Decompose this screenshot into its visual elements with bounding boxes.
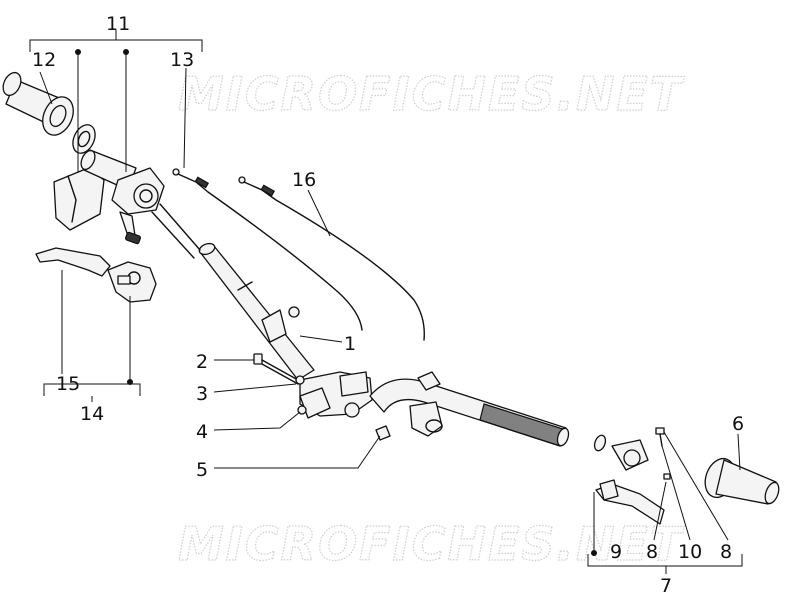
callout-15: 15 [56,373,80,395]
callout-5: 5 [196,459,208,481]
right-grip [704,457,780,505]
left-brake-lever [35,247,111,277]
callout-1: 1 [344,333,356,355]
callout-14: 14 [80,403,104,425]
callout-8-left: 8 [646,541,658,563]
right-brake-lever [595,479,665,525]
left-master-cylinder [107,261,157,303]
throttle-body [111,167,165,245]
callout-11: 11 [106,13,130,35]
lever-pivot-bolt [655,427,665,447]
callout-10: 10 [678,541,702,563]
throttle-cable [172,168,363,331]
brake-cable [238,176,425,341]
throttle-housing [53,167,105,231]
callout-7: 7 [660,575,672,597]
callout-2: 2 [196,351,208,373]
callout-3: 3 [196,383,208,405]
leader-lines [29,30,743,574]
watermark-top: MICROFICHES.NET [178,67,685,121]
callout-8-right: 8 [720,541,732,563]
callout-4: 4 [196,421,208,443]
callout-13: 13 [170,49,194,71]
lever-nut [663,473,671,480]
right-lever-bracket [593,434,649,471]
callout-12: 12 [32,49,56,71]
callout-6: 6 [732,413,744,435]
left-grip [2,71,74,136]
handlebar [198,242,570,447]
callout-9: 9 [610,541,622,563]
clamp-bolt [253,353,299,385]
callout-16: 16 [292,169,316,191]
washer [295,375,305,385]
watermark-bottom: MICROFICHES.NET [178,517,685,571]
